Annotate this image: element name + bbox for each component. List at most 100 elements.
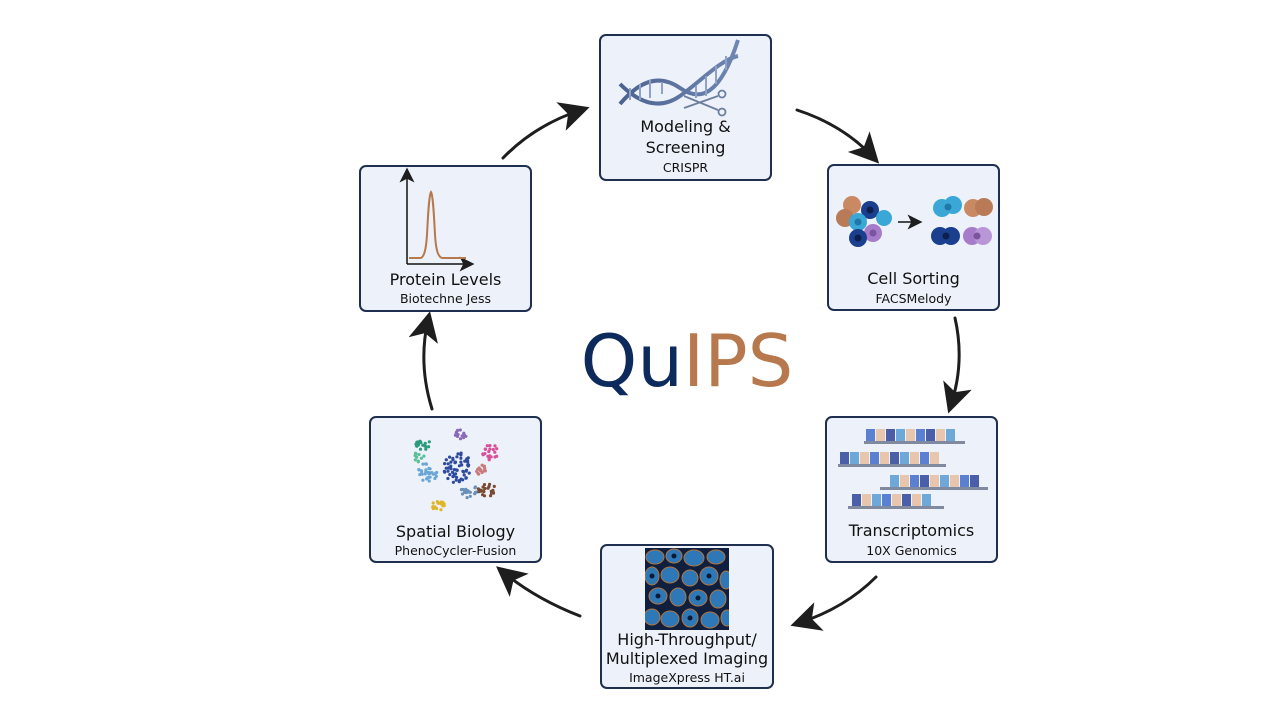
cluster-point	[461, 478, 465, 482]
arrow-sorting-to-transcriptomics	[943, 316, 972, 414]
cluster-point	[446, 469, 450, 473]
cluster-point	[418, 439, 422, 443]
arrow-transcriptomics-to-imaging	[790, 575, 878, 631]
cluster-point	[448, 473, 452, 477]
cluster-point	[423, 472, 427, 476]
step-card-imaging: High-Throughput/ Multiplexed Imaging Ima…	[600, 544, 774, 689]
cluster-point	[425, 476, 429, 480]
cluster-point	[421, 478, 425, 482]
cluster-point	[461, 470, 466, 474]
step-title: Transcriptomics	[848, 521, 974, 540]
cluster-point	[416, 443, 420, 447]
cluster-point	[423, 441, 427, 445]
dna-scissors-icon	[618, 39, 740, 117]
title-part-ips: IPS	[683, 319, 793, 403]
arrow-protein-to-modeling	[501, 102, 590, 160]
cluster-point	[443, 462, 447, 466]
cluster-point	[495, 447, 499, 451]
cluster-point	[488, 447, 492, 451]
cluster-point	[419, 456, 423, 460]
cluster-point	[481, 493, 485, 497]
cluster-point	[449, 464, 453, 468]
cluster-point	[486, 486, 490, 490]
cluster-point	[467, 463, 471, 467]
cluster-point	[489, 494, 493, 498]
step-title-line2: Screening	[646, 138, 726, 157]
cluster-point	[454, 478, 458, 482]
cluster-point	[428, 475, 432, 479]
step-subtitle: PhenoCycler-Fusion	[395, 543, 517, 558]
cluster-point	[427, 466, 431, 470]
cluster-point	[452, 474, 456, 478]
cluster-point	[462, 473, 466, 477]
cluster-point	[421, 443, 425, 447]
cluster-point	[459, 453, 463, 457]
cluster-plot-icon	[413, 428, 499, 512]
step-title: Modeling &	[640, 117, 730, 136]
cluster-point	[477, 490, 481, 494]
cluster-point	[468, 494, 472, 498]
cluster-point	[457, 464, 461, 468]
cluster-point	[454, 468, 458, 472]
step-subtitle: Biotechne Jess	[400, 291, 491, 306]
cluster-point	[451, 458, 455, 462]
step-card-protein-levels: Protein Levels Biotechne Jess	[359, 165, 532, 312]
cluster-point	[418, 447, 423, 451]
cluster-point	[431, 501, 435, 505]
cluster-point	[482, 483, 487, 487]
cluster-point	[475, 469, 479, 473]
cell-sorting-icon	[836, 196, 993, 247]
cluster-point	[417, 468, 421, 472]
cluster-point	[428, 471, 432, 475]
cluster-point	[493, 455, 497, 459]
cluster-point	[493, 450, 497, 454]
cluster-point	[491, 491, 495, 495]
cluster-point	[477, 472, 481, 476]
cluster-point	[418, 473, 422, 477]
cluster-point	[462, 431, 466, 435]
step-subtitle: FACSMelody	[876, 291, 953, 306]
cluster-point	[421, 462, 425, 466]
cluster-point	[417, 452, 421, 457]
cluster-point	[455, 475, 459, 479]
cluster-point	[456, 428, 460, 432]
cluster-point	[483, 469, 487, 473]
cluster-point	[480, 470, 484, 475]
cluster-point	[439, 508, 443, 512]
cluster-point	[466, 460, 470, 464]
cluster-point	[427, 445, 431, 449]
cluster-point	[427, 440, 431, 444]
cluster-point	[493, 444, 497, 448]
cluster-point	[466, 489, 470, 493]
cluster-point	[459, 456, 463, 460]
cluster-point	[448, 455, 452, 459]
cluster-point	[415, 440, 419, 444]
cluster-point	[444, 466, 448, 470]
cluster-point	[465, 496, 469, 500]
cluster-point	[456, 452, 460, 456]
cluster-point	[427, 479, 431, 483]
cluster-point	[458, 428, 462, 432]
sequencing-reads-icon	[838, 429, 988, 509]
step-title: High-Throughput/	[617, 630, 757, 649]
cluster-point	[485, 444, 489, 448]
step-title: Protein Levels	[390, 270, 502, 289]
cluster-point	[446, 462, 450, 466]
step-card-spatial-biology: Spatial Biology PhenoCycler-Fusion	[369, 416, 542, 563]
cluster-point	[424, 468, 428, 472]
cluster-point	[431, 507, 435, 511]
cluster-point	[482, 490, 486, 494]
cluster-point	[473, 490, 478, 494]
step-title: Cell Sorting	[867, 269, 960, 288]
cluster-point	[464, 468, 469, 472]
cluster-point	[482, 464, 486, 468]
step-title: Spatial Biology	[396, 522, 515, 541]
cluster-point	[442, 469, 446, 473]
step-title-line2: Multiplexed Imaging	[606, 649, 768, 668]
step-subtitle: CRISPR	[663, 160, 709, 175]
cluster-point	[491, 447, 495, 452]
step-card-transcriptomics: Transcriptomics 10X Genomics	[825, 416, 998, 563]
cluster-point	[460, 492, 465, 496]
cluster-point	[464, 476, 468, 480]
